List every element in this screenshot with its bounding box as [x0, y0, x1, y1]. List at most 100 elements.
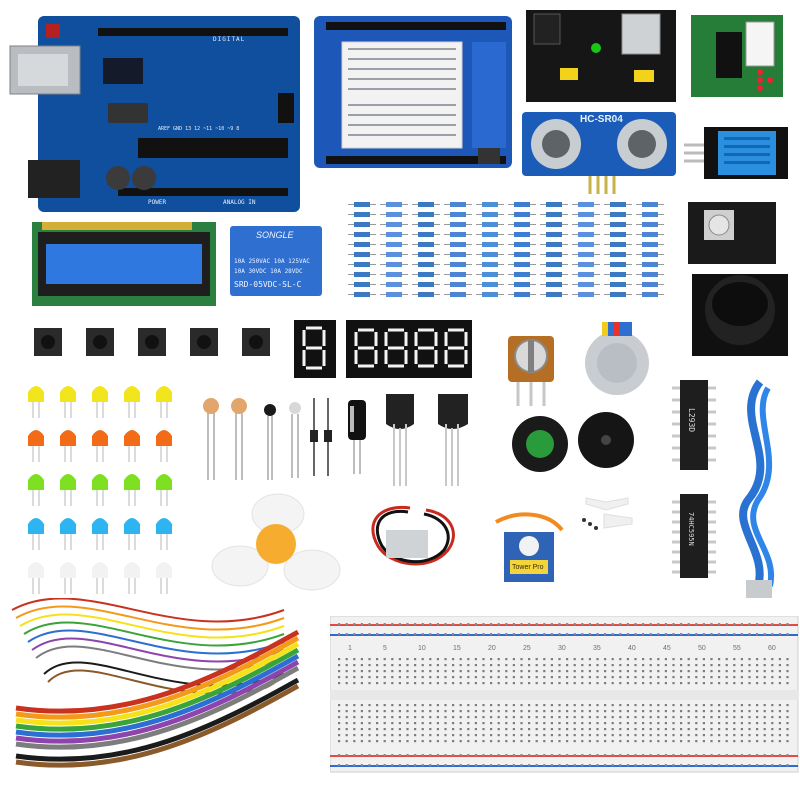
breadboard-hole: [702, 740, 705, 743]
breadboard-hole: [573, 682, 576, 685]
resistor-icon: [354, 292, 370, 297]
breadboard-hole: [520, 704, 523, 707]
resistor-icon: [642, 222, 658, 227]
breadboard-hole: [657, 734, 660, 737]
rail-hole: [490, 764, 493, 767]
breadboard-hole: [740, 704, 743, 707]
breadboard-hole: [642, 676, 645, 679]
rail-hole: [657, 764, 660, 767]
breadboard-hole: [596, 740, 599, 743]
breadboard-hole: [406, 716, 409, 719]
breadboard-hole: [604, 740, 607, 743]
breadboard-hole: [763, 734, 766, 737]
jumper-wire: [11, 598, 285, 623]
breadboard-hole: [512, 704, 515, 707]
breadboard-hole: [398, 734, 401, 737]
resistor-icon: [450, 222, 466, 227]
breadboard-hole: [543, 728, 546, 731]
rail-hole: [702, 633, 705, 636]
breadboard-hole: [505, 722, 508, 725]
breadboard-hole: [786, 676, 789, 679]
rail-hole: [786, 623, 789, 626]
breadboard-hole: [376, 728, 379, 731]
breadboard-hole: [497, 676, 500, 679]
rail-hole: [558, 623, 561, 626]
breadboard-hole: [642, 728, 645, 731]
rail-hole: [596, 754, 599, 757]
breadboard-hole: [573, 670, 576, 673]
seven-segment-4digit: [344, 318, 474, 380]
resistor-icon: [514, 292, 530, 297]
breadboard-hole: [626, 734, 629, 737]
breadboard-hole: [611, 710, 614, 713]
breadboard-hole: [505, 658, 508, 661]
breadboard-hole: [512, 734, 515, 737]
breadboard-hole: [505, 670, 508, 673]
rail-hole: [520, 623, 523, 626]
rail-hole: [604, 633, 607, 636]
breadboard-hole: [490, 704, 493, 707]
rail-hole: [634, 633, 637, 636]
breadboard-hole: [619, 676, 622, 679]
rail-hole: [558, 754, 561, 757]
resistor-icon: [578, 282, 594, 287]
breadboard-hole: [391, 722, 394, 725]
breadboard-hole: [771, 670, 774, 673]
rail-hole: [763, 754, 766, 757]
breadboard-hole: [619, 704, 622, 707]
breadboard-hole: [550, 658, 553, 661]
breadboard-hole: [566, 676, 569, 679]
breadboard-hole: [718, 676, 721, 679]
resistor-icon: [642, 232, 658, 237]
breadboard-hole: [611, 682, 614, 685]
resistor-icon: [482, 242, 498, 247]
breadboard-hole: [353, 670, 356, 673]
breadboard-hole: [368, 670, 371, 673]
rail-hole: [444, 754, 447, 757]
resistor-icon: [354, 252, 370, 257]
breadboard-hole: [634, 728, 637, 731]
rail-hole: [748, 623, 751, 626]
push-buttons: [30, 324, 280, 364]
breadboard-hole: [512, 728, 515, 731]
rail-hole: [353, 633, 356, 636]
rail-hole: [353, 764, 356, 767]
rail-hole: [702, 754, 705, 757]
breadboard-hole: [353, 658, 356, 661]
breadboard-hole: [558, 658, 561, 661]
rail-hole: [459, 764, 462, 767]
breadboard-hole: [566, 740, 569, 743]
breadboard-hole: [778, 670, 781, 673]
breadboard-hole: [383, 710, 386, 713]
rail-hole: [702, 764, 705, 767]
breadboard-hole: [429, 740, 432, 743]
rail-hole: [611, 623, 614, 626]
breadboard-hole: [672, 740, 675, 743]
rail-hole: [345, 764, 348, 767]
resistor-icon: [354, 272, 370, 277]
breadboard-hole: [725, 740, 728, 743]
breadboard-hole: [756, 676, 759, 679]
breadboard-hole: [414, 676, 417, 679]
resistor-icon: [482, 232, 498, 237]
resistor-icon: [610, 212, 626, 217]
rail-hole: [702, 623, 705, 626]
breadboard-hole: [604, 658, 607, 661]
rail-hole: [786, 633, 789, 636]
breadboard-hole: [664, 740, 667, 743]
breadboard-hole: [444, 664, 447, 667]
breadboard-hole: [778, 740, 781, 743]
rail-hole: [604, 754, 607, 757]
breadboard-hole: [596, 722, 599, 725]
breadboard-hole: [482, 664, 485, 667]
rail-hole: [444, 623, 447, 626]
resistor-icon: [386, 222, 402, 227]
breadboard-hole: [619, 734, 622, 737]
breadboard-hole: [718, 728, 721, 731]
breadboard-hole: [406, 734, 409, 737]
breadboard-hole: [642, 704, 645, 707]
breadboard-hole: [756, 734, 759, 737]
resistor-icon: [610, 232, 626, 237]
resistor-icon: [546, 282, 562, 287]
breadboard-number: 1: [348, 645, 352, 652]
